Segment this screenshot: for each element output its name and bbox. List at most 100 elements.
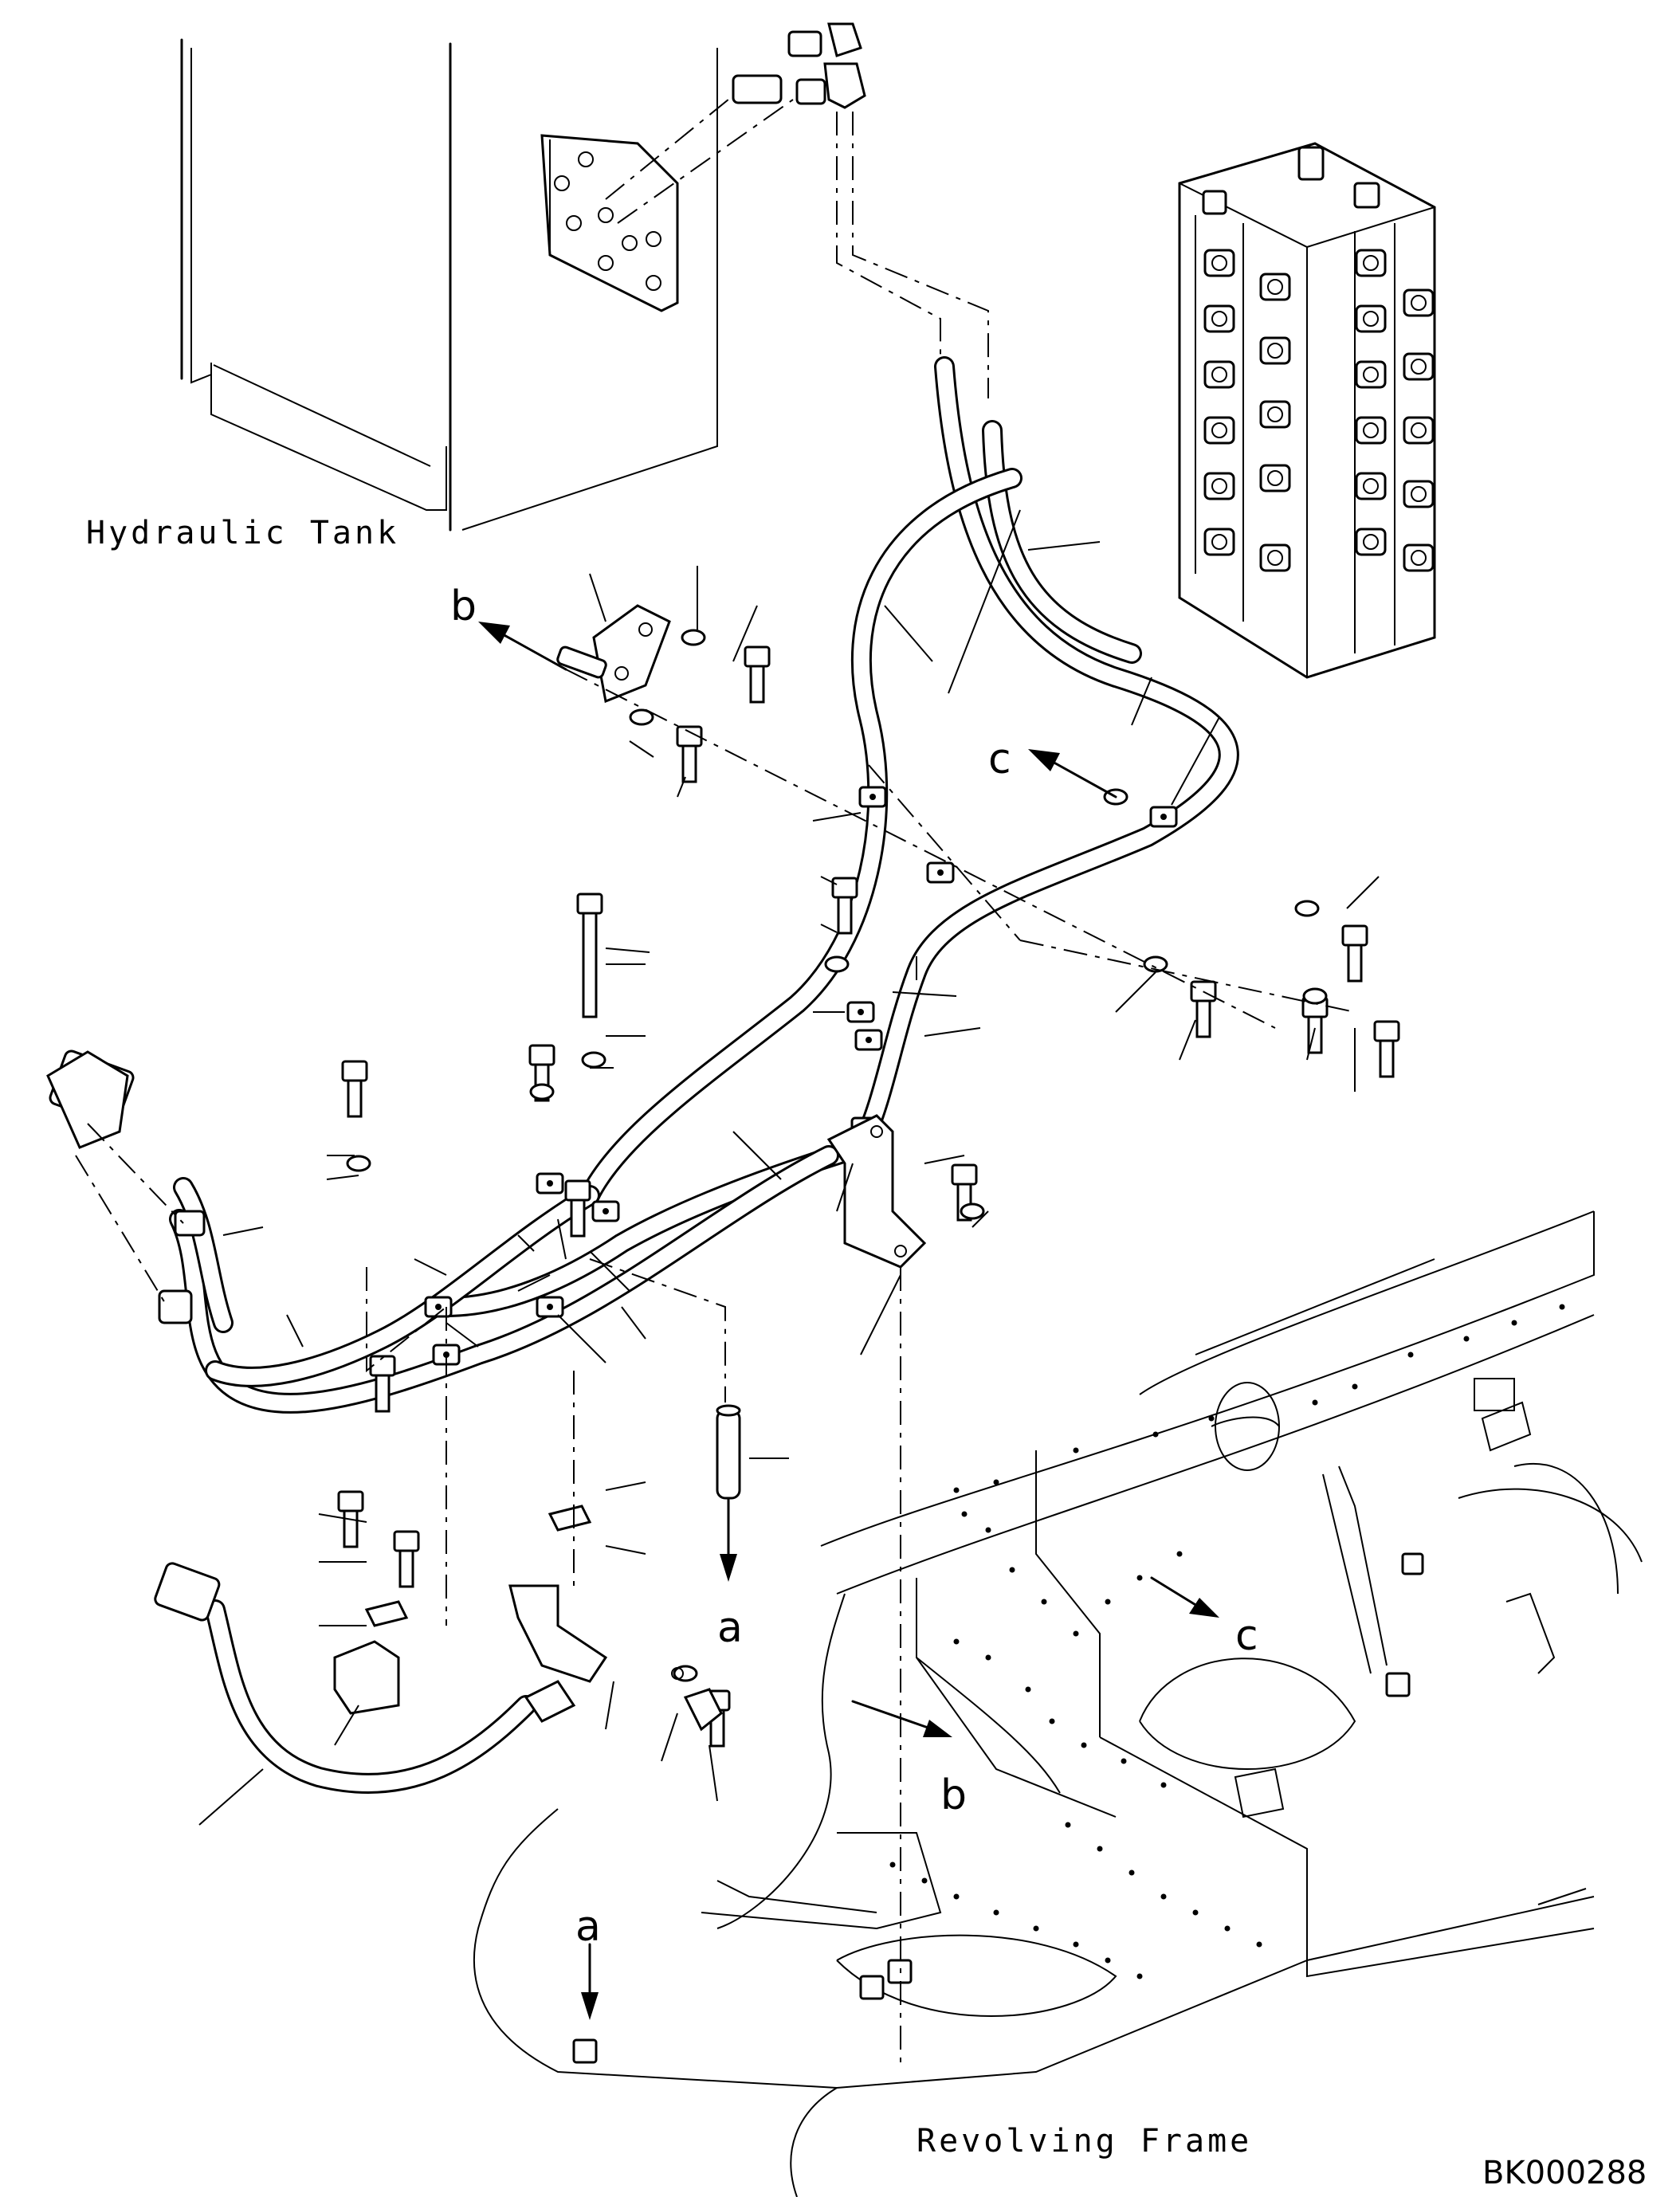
spacer-pipe bbox=[716, 1404, 741, 1500]
tank-fittings bbox=[605, 22, 866, 224]
frame-hole bbox=[1208, 1415, 1215, 1422]
frame-hole bbox=[1081, 1742, 1087, 1748]
main-hoses bbox=[169, 356, 1239, 1414]
hose-clamp-bolt-hole bbox=[866, 1037, 872, 1043]
view-arrow-b-frame: b bbox=[851, 1700, 967, 1819]
valve-spool-body bbox=[1403, 288, 1435, 317]
bolt bbox=[1373, 1020, 1400, 1078]
bolt-shank bbox=[837, 896, 853, 935]
frame-hole bbox=[985, 1527, 991, 1533]
hydraulic-tank-label: Hydraulic Tank bbox=[86, 515, 399, 551]
bolt-shank bbox=[681, 744, 697, 783]
bolt bbox=[341, 1060, 368, 1118]
leader-line bbox=[517, 1234, 535, 1252]
hose-clamp bbox=[858, 786, 887, 808]
frame-hole bbox=[1121, 1758, 1127, 1764]
valve-spool-body bbox=[1403, 352, 1435, 381]
valve-spool-port bbox=[1363, 478, 1379, 494]
valve-spool bbox=[1355, 249, 1387, 277]
leader-line bbox=[1179, 1019, 1196, 1061]
leader-line bbox=[605, 1545, 646, 1555]
revolving-frame-label: Revolving Frame bbox=[917, 2123, 1252, 2160]
bolt-head bbox=[337, 1490, 364, 1512]
frame-hole bbox=[1097, 1846, 1103, 1852]
frame-hole bbox=[1407, 1352, 1414, 1358]
bolt-head bbox=[1341, 924, 1368, 947]
upper-bracket bbox=[556, 604, 671, 704]
valve-spool-body bbox=[1403, 543, 1435, 572]
view-arrow-b-top: b bbox=[450, 583, 567, 671]
bolt-shank bbox=[343, 1509, 359, 1548]
valve-spool bbox=[1203, 528, 1235, 556]
bolt-shank bbox=[398, 1549, 414, 1588]
frame-hole bbox=[993, 1909, 999, 1916]
valve-spool-body bbox=[1355, 472, 1387, 500]
leader-line bbox=[605, 1681, 614, 1730]
washer bbox=[1302, 987, 1328, 1005]
leader-line bbox=[1171, 716, 1220, 806]
drawing-id-label: BK000288 bbox=[1482, 2155, 1647, 2191]
valve-spool-body bbox=[1203, 249, 1235, 277]
frame-hole bbox=[1073, 1941, 1079, 1948]
frame-hole bbox=[1176, 1551, 1183, 1557]
view-ref-a-middle: a bbox=[717, 1604, 743, 1652]
valve-spool-body bbox=[1203, 472, 1235, 500]
valve-spool bbox=[1403, 352, 1435, 381]
leader-line bbox=[836, 1163, 854, 1212]
valve-spool-port bbox=[1211, 255, 1227, 271]
washer bbox=[629, 708, 654, 726]
washer bbox=[960, 1202, 985, 1220]
hose-clamp bbox=[1149, 806, 1178, 828]
leader-line bbox=[860, 1274, 901, 1355]
view-ref-b-top: b bbox=[450, 583, 477, 630]
bolt bbox=[831, 877, 858, 935]
support-bracket bbox=[826, 1114, 927, 1269]
leader-line bbox=[892, 991, 957, 997]
frame-hole bbox=[889, 1862, 896, 1868]
valve-spool-port bbox=[1411, 486, 1427, 502]
frame-hole bbox=[1009, 1567, 1015, 1573]
frame-hole bbox=[1511, 1320, 1517, 1326]
valve-spool-body bbox=[1259, 400, 1291, 429]
guide-lines bbox=[366, 669, 1356, 2064]
leader-line bbox=[732, 1131, 782, 1180]
bolt-shank bbox=[347, 1079, 363, 1118]
frame-hole bbox=[1192, 1909, 1199, 1916]
revolving-frame bbox=[473, 1210, 1643, 2197]
bolt-shank bbox=[1347, 944, 1363, 983]
valve-spool-port bbox=[1363, 534, 1379, 550]
bolt-shank bbox=[570, 1199, 586, 1238]
view-ref-c-top: c bbox=[988, 736, 1011, 783]
bolt-head bbox=[951, 1163, 978, 1186]
valve-spool bbox=[1355, 416, 1387, 445]
washer bbox=[824, 955, 850, 973]
frame-hole bbox=[1256, 1941, 1262, 1948]
bolt-head bbox=[744, 645, 771, 668]
leader-line bbox=[677, 776, 686, 798]
valve-spool-port bbox=[1211, 311, 1227, 327]
hose-clamp-bolt-hole bbox=[603, 1208, 609, 1214]
leader-line bbox=[820, 924, 838, 933]
frame-hole bbox=[1152, 1431, 1159, 1438]
valve-spool bbox=[1403, 543, 1435, 572]
leader-line bbox=[446, 1322, 479, 1348]
washer bbox=[681, 629, 706, 646]
bolt-head bbox=[1373, 1020, 1400, 1042]
view-ref-b-frame: b bbox=[940, 1771, 967, 1819]
bolt-head bbox=[576, 893, 603, 915]
frame-hole bbox=[1033, 1925, 1039, 1932]
valve-spool-port bbox=[1363, 367, 1379, 383]
valve-spool bbox=[1203, 416, 1235, 445]
valve-spool bbox=[1203, 249, 1235, 277]
leader-line bbox=[629, 740, 654, 758]
valve-spool-port bbox=[1267, 279, 1283, 295]
valve-spool-port bbox=[1363, 311, 1379, 327]
hose-clamp-bolt-hole bbox=[869, 794, 876, 800]
leader-line bbox=[326, 1175, 359, 1180]
bolt-head bbox=[393, 1530, 420, 1552]
hose-clamp-bolt-hole bbox=[547, 1180, 553, 1187]
leader-line bbox=[1115, 971, 1156, 1013]
valve-spool-port bbox=[1211, 534, 1227, 550]
hose-clamp bbox=[926, 861, 955, 884]
leader-line bbox=[884, 605, 933, 662]
